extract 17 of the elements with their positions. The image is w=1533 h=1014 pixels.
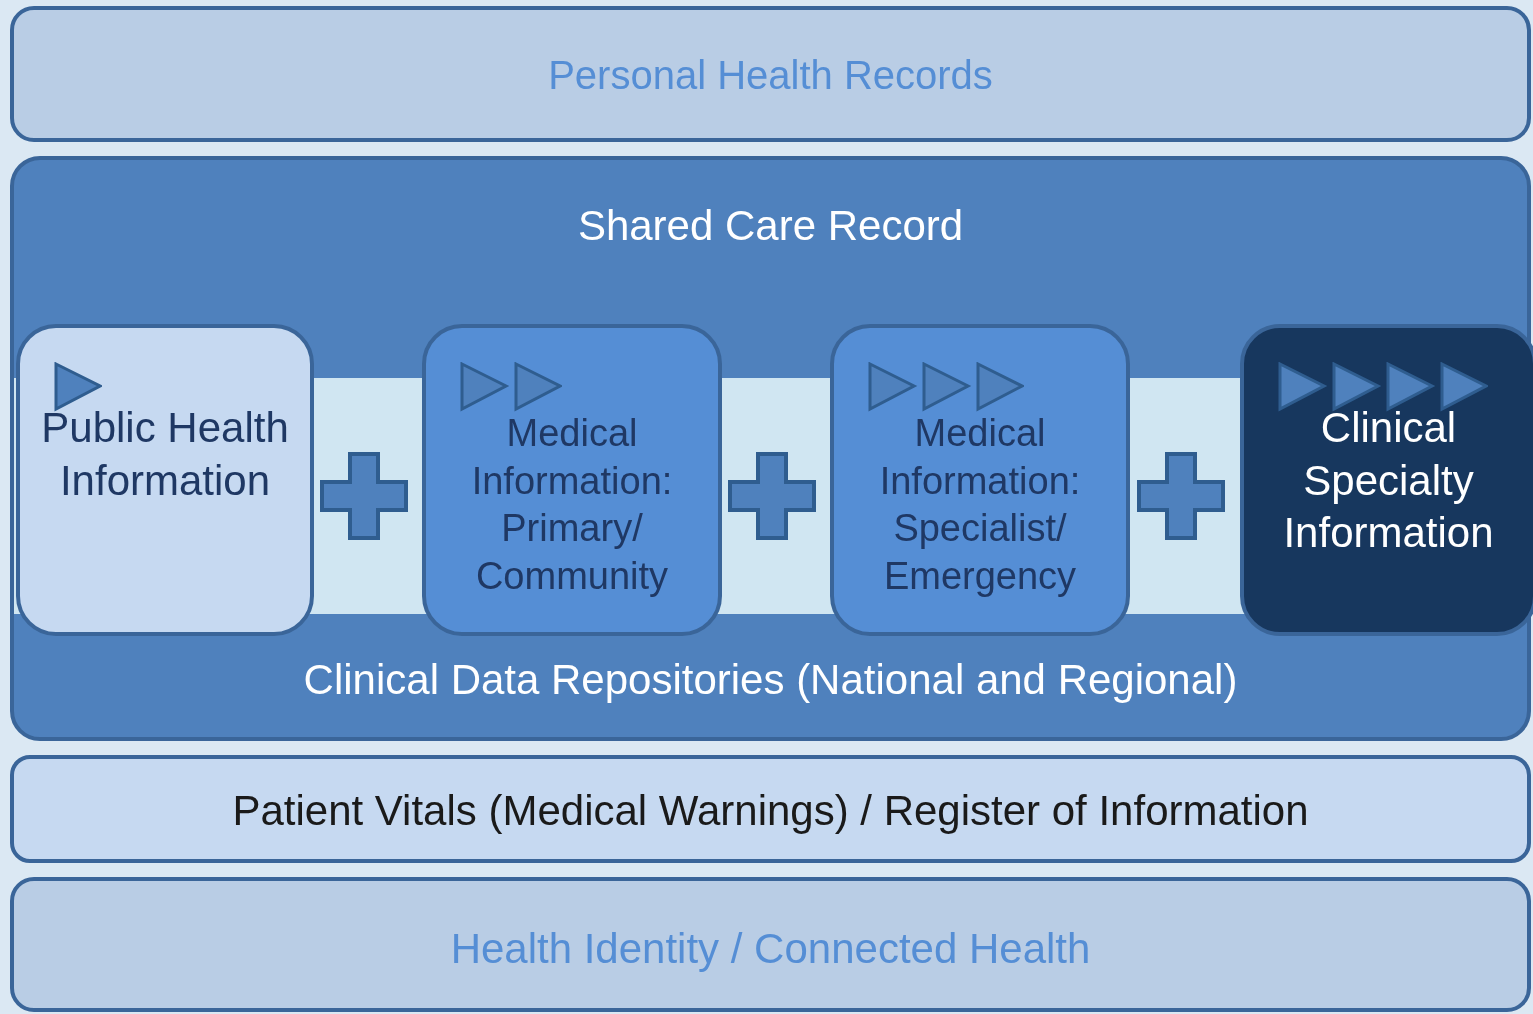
card-title: Medical Information: Primary/ Community (470, 411, 674, 599)
layer-band (10, 6, 1531, 142)
category-card (16, 324, 314, 636)
layer-band (10, 156, 1531, 741)
band-title: Shared Care Record (576, 201, 965, 251)
layer-band (10, 755, 1531, 863)
band-title: Health Identity / Connected Health (449, 924, 1092, 974)
card-title: Public Health Information (40, 403, 290, 506)
category-card (422, 324, 722, 636)
band-title: Patient Vitals (Medical Warnings) / Register of Information (231, 786, 1310, 836)
layer-band (10, 877, 1531, 1012)
category-card (1240, 324, 1533, 636)
band-title: Personal Health Records (547, 52, 994, 99)
band-title: Clinical Data Repositories (National and Regional) (302, 655, 1239, 705)
category-card (830, 324, 1130, 636)
card-title: Medical Information: Specialist/ Emergency (878, 411, 1082, 599)
card-title: Clinical Specialty Information (1282, 403, 1495, 558)
